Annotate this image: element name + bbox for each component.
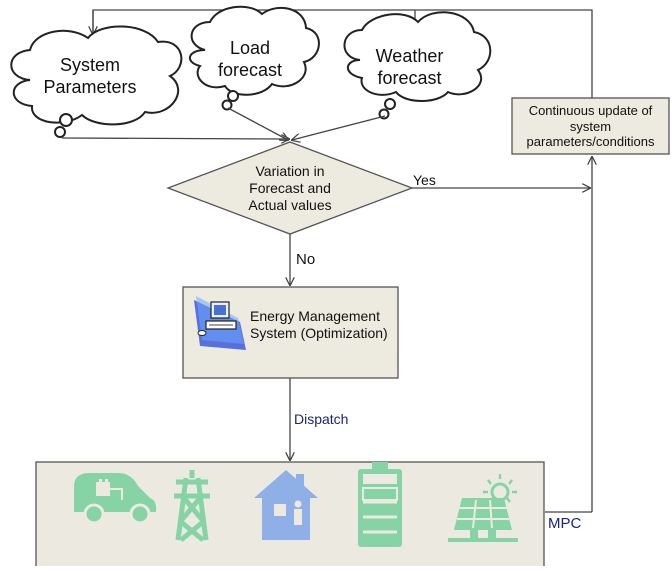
update-line-1: Continuous update of <box>528 103 653 118</box>
transmission-tower-icon <box>174 470 210 542</box>
house-icon <box>254 470 318 540</box>
load-forecast-line-2: forecast <box>217 59 283 80</box>
computer-icon <box>194 296 246 350</box>
weather-forecast-label: Weather forecast <box>362 46 457 89</box>
update-line-3: parameters/conditions <box>526 134 655 150</box>
cloud-weather-forecast <box>343 11 492 120</box>
update-box-label: Continuous update of system parameters/c… <box>512 103 669 150</box>
decision-line-3: Actual values <box>248 196 332 213</box>
decision-line-1: Variation in <box>255 163 325 179</box>
weather-forecast-line-1: Weather <box>375 46 444 66</box>
ems-box-label: Energy Management System (Optimization) <box>250 308 395 342</box>
yes-label: Yes <box>413 172 436 188</box>
line-system-parameters-to-decision <box>61 138 289 139</box>
line-load-forecast-to-decision <box>227 107 288 140</box>
load-forecast-label: Load forecast <box>205 38 295 81</box>
line-weather-forecast-to-decision <box>292 115 386 140</box>
solar-panel-icon <box>448 474 518 542</box>
electric-vehicle-icon <box>74 473 156 525</box>
decision-label: Variation in Forecast and Actual values <box>220 163 360 213</box>
decision-line-2: Forecast and <box>249 179 331 196</box>
cloud-load-forecast <box>189 5 320 111</box>
battery-icon <box>358 462 402 547</box>
system-parameters-line-2: Parameters <box>43 76 137 97</box>
load-forecast-line-1: Load <box>229 38 271 58</box>
update-line-2: system <box>569 118 612 134</box>
dispatch-label: Dispatch <box>294 411 349 427</box>
update-box <box>511 97 670 155</box>
system-parameters-label: System Parameters <box>40 55 140 98</box>
mpc-label: MPC <box>548 515 582 532</box>
system-parameters-line-1: System <box>59 55 120 75</box>
ems-line-2: System (Optimization) <box>250 324 388 341</box>
no-label: No <box>296 251 316 268</box>
weather-forecast-line-2: forecast <box>377 67 442 88</box>
cloud-system-parameters <box>10 25 183 138</box>
ems-line-1: Energy Management <box>250 308 380 324</box>
